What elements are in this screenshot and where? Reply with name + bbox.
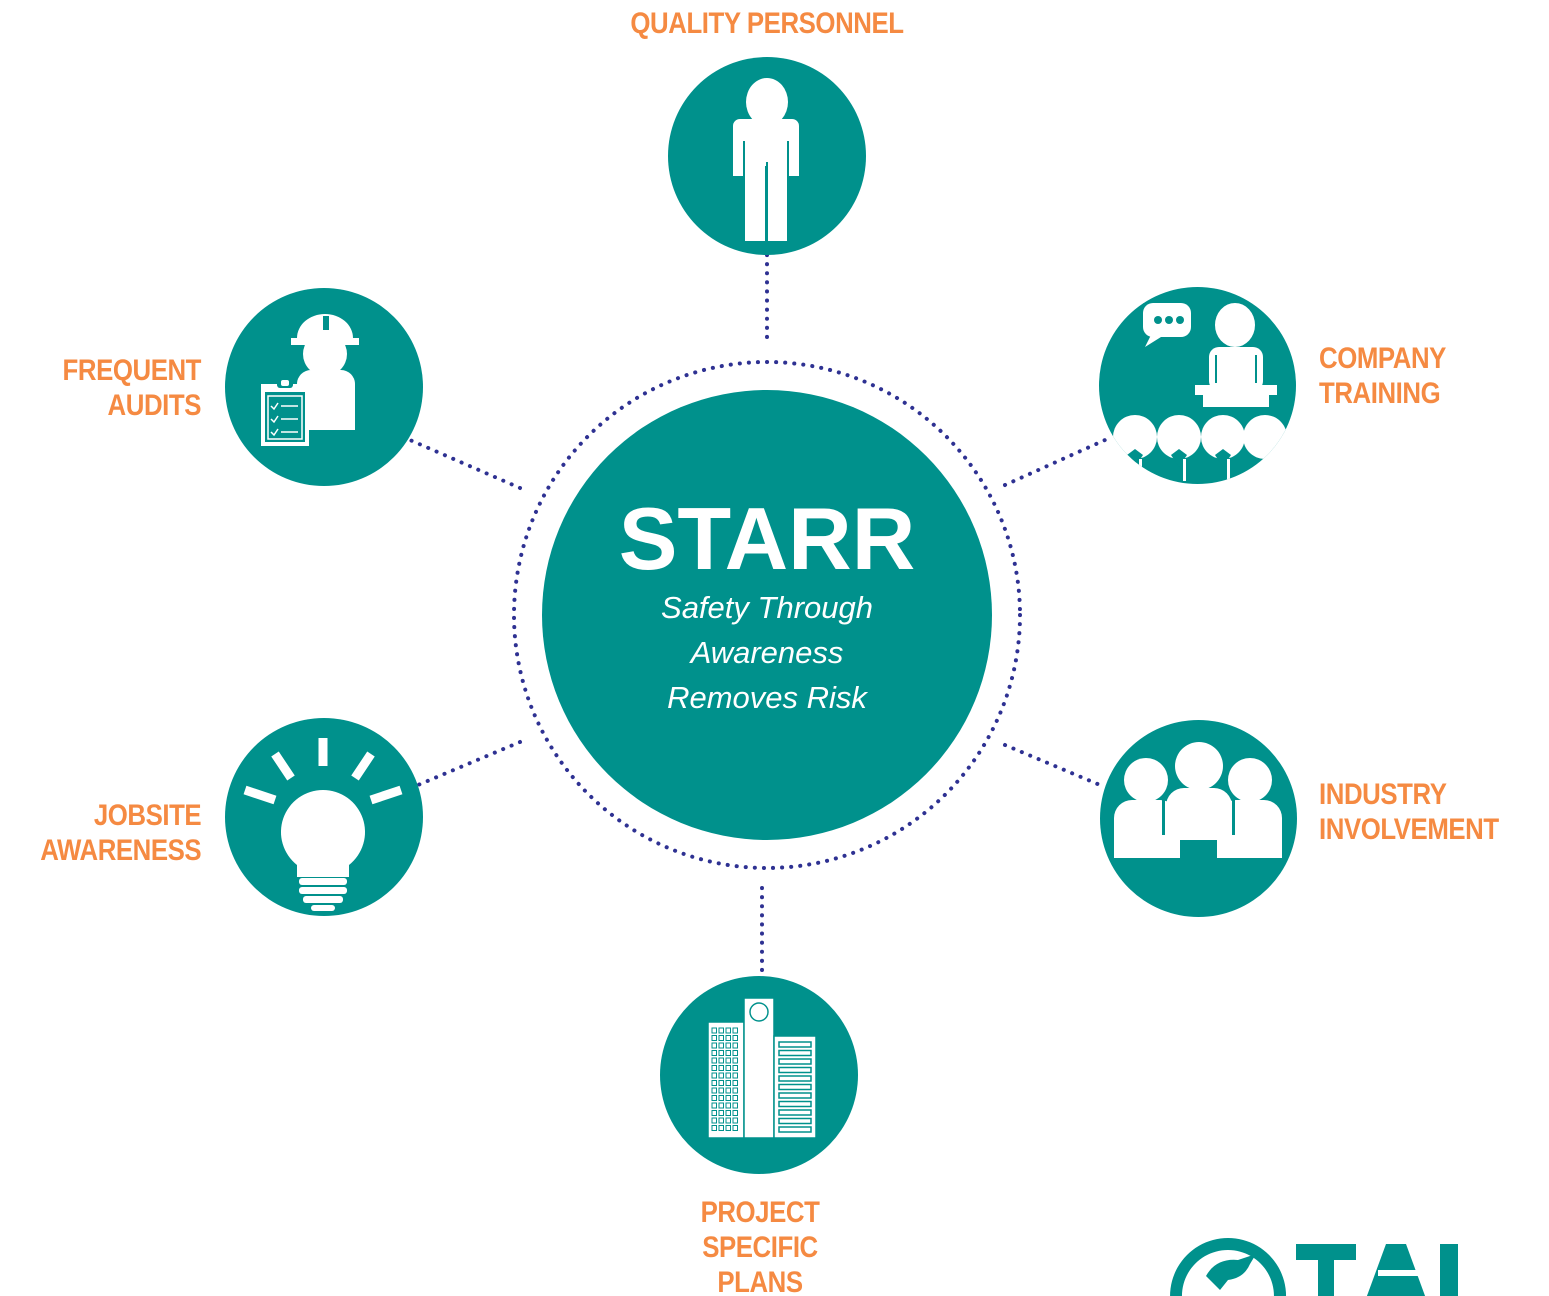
node-project-specific-plans xyxy=(660,976,858,1174)
hardhat-clipboard-icon xyxy=(261,314,359,446)
building-window xyxy=(725,1057,731,1064)
building-floor-stripe xyxy=(778,1041,812,1048)
node-quality-personnel xyxy=(668,57,866,255)
building-window xyxy=(711,1050,717,1056)
building-window xyxy=(725,1125,731,1131)
building-window xyxy=(718,1110,724,1116)
building-window xyxy=(711,1057,717,1064)
node-label-frequent-audits: FREQUENT AUDITS xyxy=(62,354,202,422)
tai-logo-icon xyxy=(1170,1238,1458,1296)
node-company-training xyxy=(1099,287,1296,484)
building-window xyxy=(718,1125,724,1131)
building-window xyxy=(711,1087,717,1094)
building-window xyxy=(718,1042,724,1049)
building-window xyxy=(725,1102,731,1109)
building-window xyxy=(725,1087,731,1094)
building-window xyxy=(718,1050,724,1056)
building-window xyxy=(732,1072,738,1079)
building-floor-stripe xyxy=(778,1058,812,1065)
building-window xyxy=(732,1065,738,1071)
node-label-project-specific-plans: PROJECT SPECIFIC PLANS xyxy=(700,1196,820,1296)
building-window xyxy=(718,1095,724,1101)
building-window xyxy=(725,1072,731,1079)
dotted-ring xyxy=(512,360,1022,870)
building-window xyxy=(732,1087,738,1094)
building-window xyxy=(725,1065,731,1071)
training-presenter-icon xyxy=(1113,303,1287,481)
building-window xyxy=(732,1035,738,1041)
building-window xyxy=(725,1027,731,1034)
node-label-quality-personnel: QUALITY PERSONNEL xyxy=(630,7,904,40)
building-window xyxy=(718,1035,724,1041)
building-window xyxy=(732,1042,738,1049)
center-title: STARR xyxy=(618,488,916,588)
building-window xyxy=(718,1027,724,1034)
building-floor-stripe xyxy=(778,1126,812,1133)
building-window xyxy=(711,1110,717,1116)
building-window xyxy=(725,1117,731,1124)
building-window xyxy=(732,1027,738,1034)
building-window xyxy=(725,1035,731,1041)
building-floor-stripe xyxy=(778,1092,812,1099)
node-label-jobsite-awareness: JOBSITE AWARENESS xyxy=(39,799,201,867)
building-window xyxy=(711,1042,717,1049)
building-window xyxy=(711,1102,717,1109)
building-window xyxy=(711,1095,717,1101)
building-window xyxy=(732,1095,738,1101)
person-icon xyxy=(733,78,799,242)
building-window xyxy=(718,1102,724,1109)
center-subtitle: Safety Through Awareness Removes Risk xyxy=(661,585,873,720)
node-label-company-training: COMPANY TRAINING xyxy=(1319,342,1446,410)
center-subtitle-line: Safety Through xyxy=(661,589,873,625)
center-circle: STARR Safety Through Awareness Removes R… xyxy=(542,390,992,840)
lightbulb-icon xyxy=(243,738,403,911)
building-window xyxy=(718,1080,724,1086)
building-floor-stripe xyxy=(778,1117,812,1125)
building-window xyxy=(718,1072,724,1079)
center-subtitle-line: Awareness xyxy=(690,634,844,670)
building-floor-stripe xyxy=(778,1066,812,1074)
building-window xyxy=(725,1095,731,1101)
building-window xyxy=(711,1125,717,1131)
building-window xyxy=(732,1080,738,1086)
building-window xyxy=(711,1072,717,1079)
building-window xyxy=(732,1125,738,1131)
connector-company-training xyxy=(1003,438,1107,487)
node-frequent-audits xyxy=(225,288,423,486)
building-window xyxy=(732,1117,738,1124)
building-window xyxy=(725,1110,731,1116)
building-floor-stripe xyxy=(778,1100,812,1108)
buildings-icon xyxy=(707,997,817,1139)
node-jobsite-awareness xyxy=(225,718,423,916)
node-label-industry-involvement: INDUSTRY INVOLVEMENT xyxy=(1319,778,1499,846)
building-window xyxy=(718,1057,724,1064)
node-industry-involvement xyxy=(1100,720,1297,917)
building-floor-stripe xyxy=(778,1049,812,1057)
building-window xyxy=(732,1057,738,1064)
building-window xyxy=(725,1042,731,1049)
building-window xyxy=(718,1117,724,1124)
connector-industry-involvement xyxy=(1003,743,1102,787)
building-window xyxy=(725,1080,731,1086)
building-window xyxy=(711,1035,717,1041)
building-window xyxy=(711,1117,717,1124)
building-window xyxy=(732,1050,738,1056)
building-window xyxy=(725,1050,731,1056)
building-window xyxy=(718,1065,724,1071)
center-subtitle-line: Removes Risk xyxy=(667,679,867,715)
group-meeting-icon xyxy=(1114,742,1282,858)
building-floor-stripe xyxy=(778,1083,812,1091)
building-window xyxy=(732,1110,738,1116)
building-window xyxy=(718,1087,724,1094)
building-window xyxy=(711,1065,717,1071)
building-floor-stripe xyxy=(778,1075,812,1082)
building-window xyxy=(732,1102,738,1109)
building-window xyxy=(711,1080,717,1086)
building-floor-stripe xyxy=(778,1109,812,1116)
building-window xyxy=(711,1027,717,1034)
connector-frequent-audits xyxy=(408,438,522,490)
connector-jobsite-awareness xyxy=(416,740,522,787)
